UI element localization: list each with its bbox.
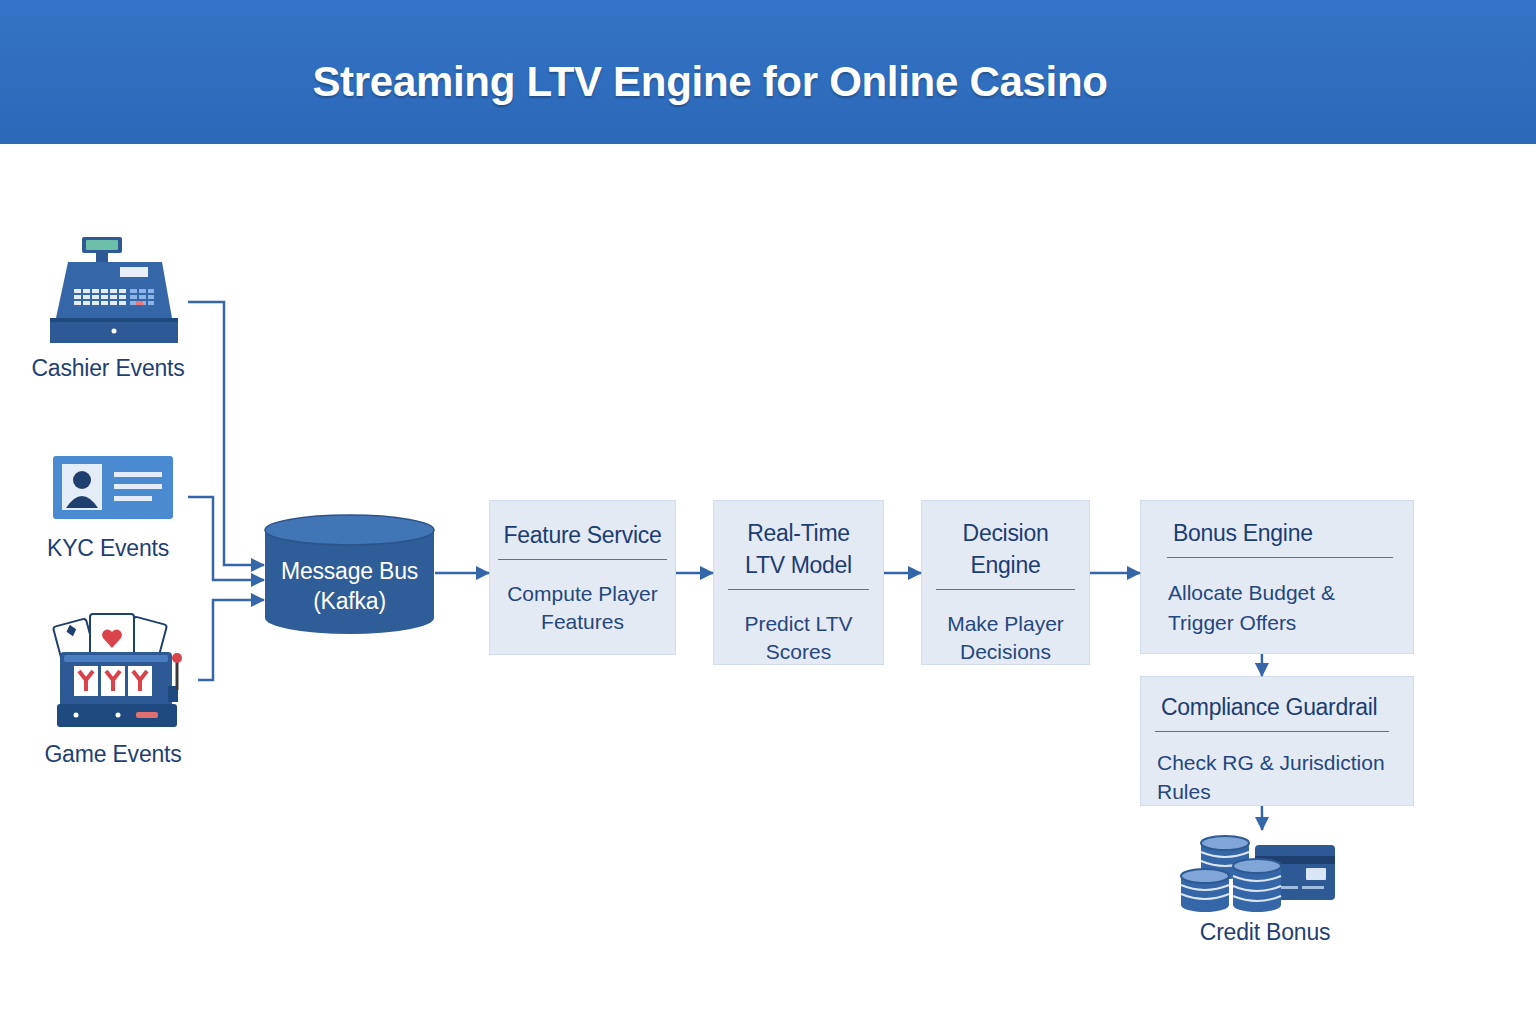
- node-label: Credit Bonus: [1200, 918, 1331, 946]
- cash-register-icon: [50, 237, 178, 343]
- message-bus-cylinder: Message Bus (Kafka): [264, 514, 435, 636]
- node-label: Cashier Events: [31, 354, 184, 382]
- node-label: KYC Events: [47, 534, 169, 562]
- box-body: Check RG & Jurisdiction Rules: [1157, 748, 1405, 806]
- box-body: Allocate Budget & Trigger Offers: [1168, 578, 1383, 638]
- credit-bonus-icon: [1233, 876, 1281, 901]
- cash-register-icon: [82, 237, 122, 253]
- credit-bonus-icon: [1181, 836, 1335, 912]
- process-box: Bonus EngineAllocate Budget & Trigger Of…: [1140, 500, 1414, 654]
- credit-bonus-icon: [1181, 885, 1229, 899]
- slot-machine-icon: [102, 630, 122, 648]
- slot-machine-icon: [60, 652, 172, 708]
- flow-arrow: [188, 302, 264, 565]
- id-card-icon: [66, 496, 98, 508]
- box-heading: Feature Service: [498, 519, 667, 560]
- node-label: Game Events: [44, 740, 181, 768]
- flow-arrow: [884, 572, 921, 575]
- cash-register-icon: [136, 301, 143, 305]
- box-heading: Decision Engine: [936, 517, 1075, 590]
- box-body: Predict LTV Scores: [724, 610, 874, 666]
- slot-machine-icon: [116, 713, 121, 718]
- guardrail-box: Compliance GuardrailCheck RG & Jurisdict…: [1140, 676, 1414, 806]
- slot-machine-icon: [106, 671, 120, 691]
- cash-register-icon: [112, 329, 117, 334]
- cash-register-icon: [130, 289, 154, 307]
- box-heading: Compliance Guardrail: [1155, 691, 1389, 732]
- box-body: Compute Player Features: [503, 580, 663, 636]
- slot-machine-icon: [176, 660, 179, 690]
- box-heading: Bonus Engine: [1167, 517, 1393, 558]
- node-label: Message Bus (Kafka): [275, 556, 425, 616]
- credit-bonus-icon: [1306, 868, 1326, 880]
- cash-register-icon: [120, 267, 148, 277]
- slot-machine-icon: [79, 671, 93, 691]
- flow-arrow: [1090, 572, 1140, 575]
- slot-machine-icon: [57, 704, 177, 727]
- box-body: Make Player Decisions: [932, 610, 1080, 666]
- flow-arrow: [198, 600, 264, 680]
- credit-bonus-icon: [1201, 836, 1249, 850]
- process-box: Decision EngineMake Player Decisions: [921, 500, 1090, 665]
- process-box: Feature ServiceCompute Player Features: [489, 500, 676, 655]
- slot-machine-icon: [133, 671, 147, 691]
- id-card-icon: [53, 456, 173, 519]
- slot-machine-icon: [128, 666, 152, 696]
- process-box: Real-Time LTV ModelPredict LTV Scores: [713, 500, 884, 665]
- credit-bonus-icon: [1302, 886, 1324, 889]
- slot-machine-icon: [64, 655, 168, 662]
- id-card-icon: [114, 496, 152, 501]
- id-card-icon: [62, 464, 102, 510]
- diagram-title: Streaming LTV Engine for Online Casino: [0, 56, 1420, 108]
- box-heading: Real-Time LTV Model: [728, 517, 869, 590]
- cash-register-icon: [74, 289, 128, 307]
- cash-register-icon: [56, 262, 172, 318]
- flow-arrow: [435, 572, 489, 575]
- flow-arrow: [1261, 806, 1264, 830]
- cash-register-icon: [50, 320, 178, 343]
- cash-register-icon: [86, 240, 118, 250]
- source-icon: Cashier Events: [28, 232, 188, 382]
- output-icon: Credit Bonus: [1160, 830, 1370, 946]
- credit-bonus-icon: [1233, 859, 1281, 873]
- slot-machine-icon: [74, 666, 98, 696]
- slot-machine-icon: [74, 713, 79, 718]
- slot-machine-icon: [65, 623, 78, 637]
- slot-machine-icon: [172, 653, 182, 663]
- id-card-icon: [114, 484, 162, 489]
- credit-bonus-icon: [1181, 898, 1229, 912]
- source-icon: KYC Events: [28, 452, 188, 562]
- id-card-icon: [114, 472, 162, 477]
- slot-machine-icon: [53, 614, 182, 727]
- cash-register-icon: [50, 318, 178, 322]
- cylinder-top: [265, 515, 434, 545]
- cash-register-icon: [96, 253, 108, 263]
- flow-arrow: [1261, 654, 1264, 676]
- source-icon: Game Events: [28, 610, 198, 768]
- id-card-icon: [53, 456, 173, 519]
- slot-machine-icon: [101, 666, 125, 696]
- flow-arrow: [676, 572, 713, 575]
- id-card-icon: [73, 471, 91, 489]
- flow-arrow: [188, 497, 264, 580]
- slot-machine-icon: [136, 712, 158, 718]
- credit-bonus-icon: [1181, 869, 1229, 883]
